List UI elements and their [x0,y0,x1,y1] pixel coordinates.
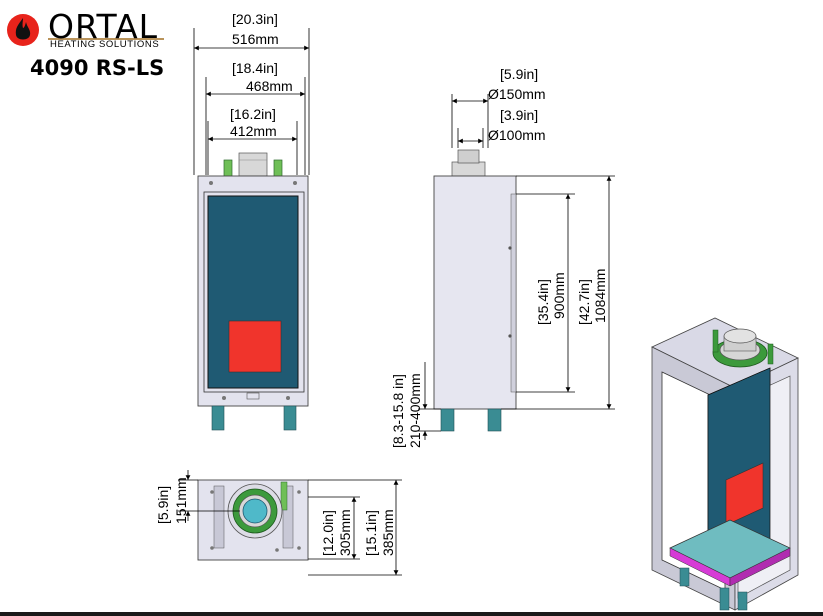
side-view: [5.9in] Ø150mm [3.9in] Ø100mm [35.4in] 9… [390,66,615,448]
flue-outer-mm: Ø150mm [488,86,546,102]
flue-inner-mm: Ø100mm [488,127,546,143]
front-width-mid-mm: 468mm [246,78,293,94]
front-burner [228,320,282,373]
top-total-depth-mm: 385mm [380,509,396,556]
top-depth-in: [12.0in] [320,510,336,556]
iso-burner [725,462,764,526]
front-leg-right [283,405,297,431]
leg-height-mm: 210-400mm [407,373,423,448]
front-width-inner-mm: 412mm [230,123,277,139]
flame-logo-icon [7,14,39,46]
top-depth-mm: 305mm [337,509,353,556]
top-offset-in: [5.9in] [155,486,171,524]
model-title: 4090 RS-LS [30,56,165,80]
front-flue [238,152,268,177]
isometric-view [651,317,799,611]
side-body [433,175,517,410]
flue-inner-in: [3.9in] [500,107,538,123]
front-width-outer-in: [20.3in] [232,11,278,27]
front-view: [20.3in] 516mm [18.4in] 468mm [16.2in] 4… [193,11,310,431]
logo-underline [48,38,164,40]
top-total-depth-in: [15.1in] [363,510,379,556]
top-view: [5.9in] 151mm [12.0in] 305mm [15.1in] 38… [155,470,402,576]
total-height-in: [42.7in] [576,279,592,325]
glass-height-in: [35.4in] [535,279,551,325]
brand-subtitle: HEATING SOLUTIONS [50,39,160,50]
total-height-mm: 1084mm [592,269,608,323]
front-collar-right [273,159,283,178]
brand-name: ORTAL [48,7,159,46]
side-leg-left [440,408,455,432]
leg-height-in: [8.3-15.8 in] [390,374,406,448]
front-leg-left [211,405,225,431]
bottom-rule [0,612,823,616]
front-width-outer-mm: 516mm [232,31,279,47]
top-offset-mm: 151mm [173,477,189,524]
ortal-logo: ORTAL HEATING SOLUTIONS [4,7,164,50]
flue-outer-in: [5.9in] [500,66,538,82]
front-width-inner-in: [16.2in] [230,106,276,122]
front-collar-left [223,159,233,178]
side-flue [457,149,480,164]
glass-height-mm: 900mm [551,272,567,319]
top-flue [242,498,268,524]
front-width-mid-in: [18.4in] [232,60,278,76]
side-leg-right [487,408,502,432]
